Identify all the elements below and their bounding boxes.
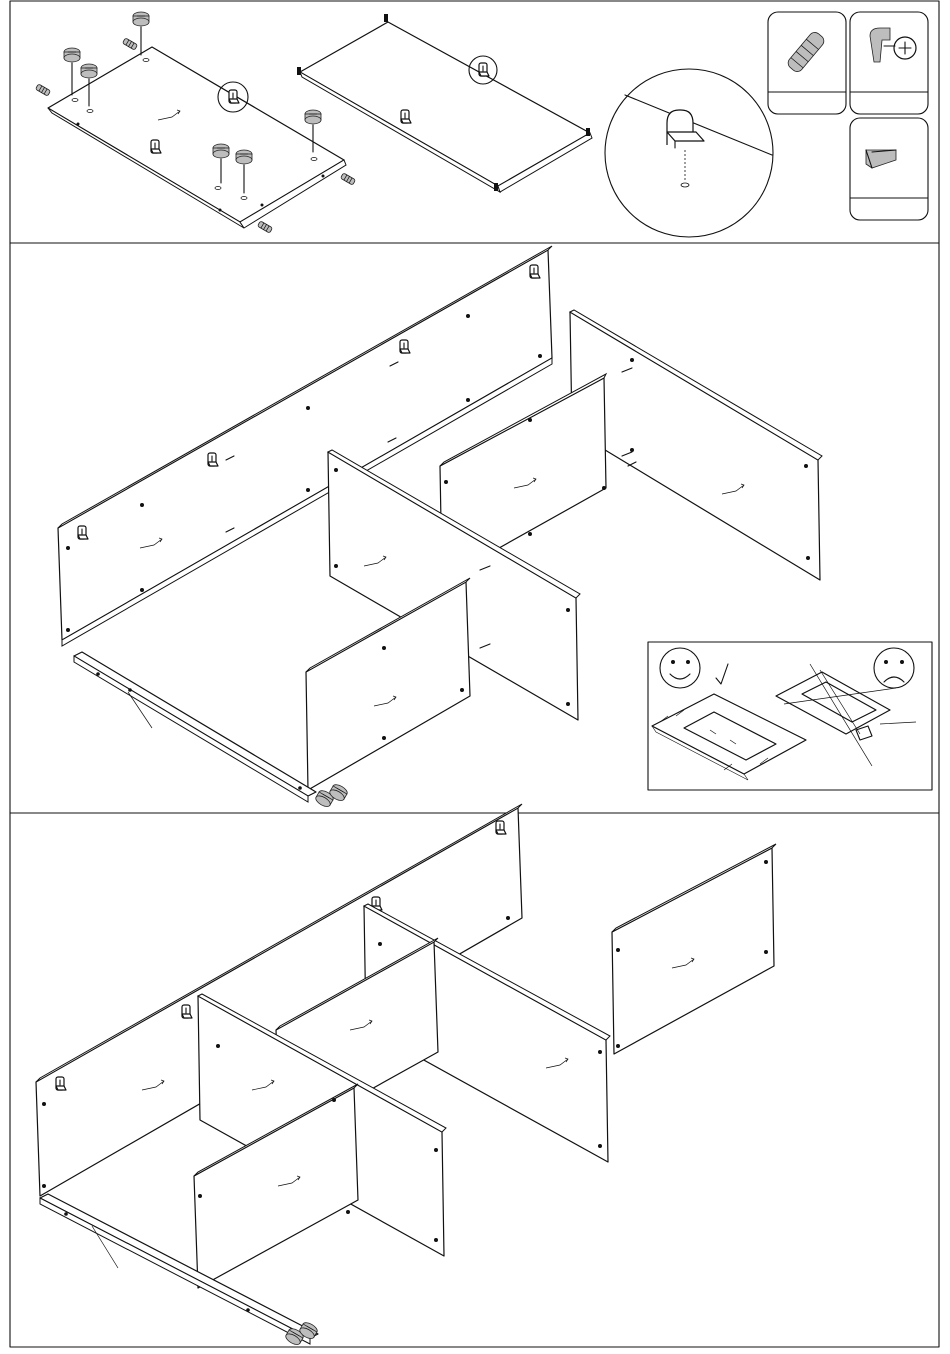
- shelf-bracket-icon: [479, 63, 489, 76]
- work-surface-hint: [648, 642, 932, 790]
- dowel-icon: [122, 38, 137, 50]
- sheet-border: [10, 1, 939, 1347]
- detail-zoom-circle: [605, 69, 773, 237]
- cam-bracket-icon: [56, 1077, 66, 1090]
- wooden-dowel-icon: [786, 30, 827, 74]
- dowel-icon: [35, 84, 50, 96]
- shelf-bracket-icon: [229, 90, 239, 103]
- step-2: [58, 246, 932, 809]
- dowel-icon: [257, 221, 272, 233]
- cam-legend-box: [850, 12, 928, 114]
- step-1: [35, 12, 928, 237]
- cam-lock-fitting-icon: [870, 28, 916, 62]
- cam-lock-icon: [81, 64, 97, 78]
- cam-bracket-icon: [182, 1005, 192, 1018]
- hardware-legend: [768, 12, 928, 220]
- shelf-support-icon: [866, 150, 896, 168]
- cam-bracket-icon: [496, 821, 506, 834]
- cam-bracket-icon: [208, 453, 218, 466]
- happy-face-icon: [660, 648, 700, 688]
- cam-lock-icon: [213, 144, 229, 158]
- shelf-support-legend-box: [850, 118, 928, 220]
- cam-bracket-icon: [530, 265, 540, 278]
- checkmark-icon: [716, 664, 728, 684]
- shelf-bracket-icon: [151, 140, 161, 153]
- cam-lock-icon: [64, 48, 80, 62]
- step-3: [36, 804, 776, 1347]
- assembled-right-side-panel: [612, 844, 776, 1054]
- cam-lock-icon: [305, 110, 321, 124]
- dowel-icon: [340, 173, 355, 185]
- cam-lock-icon: [236, 150, 252, 164]
- cam-bracket-icon: [78, 526, 88, 539]
- cam-bracket-icon: [400, 340, 410, 353]
- right-side-panel: [570, 310, 822, 580]
- cam-lock-icon: [133, 12, 149, 26]
- sad-face-icon: [874, 648, 914, 688]
- shelf-bracket-icon: [401, 110, 411, 123]
